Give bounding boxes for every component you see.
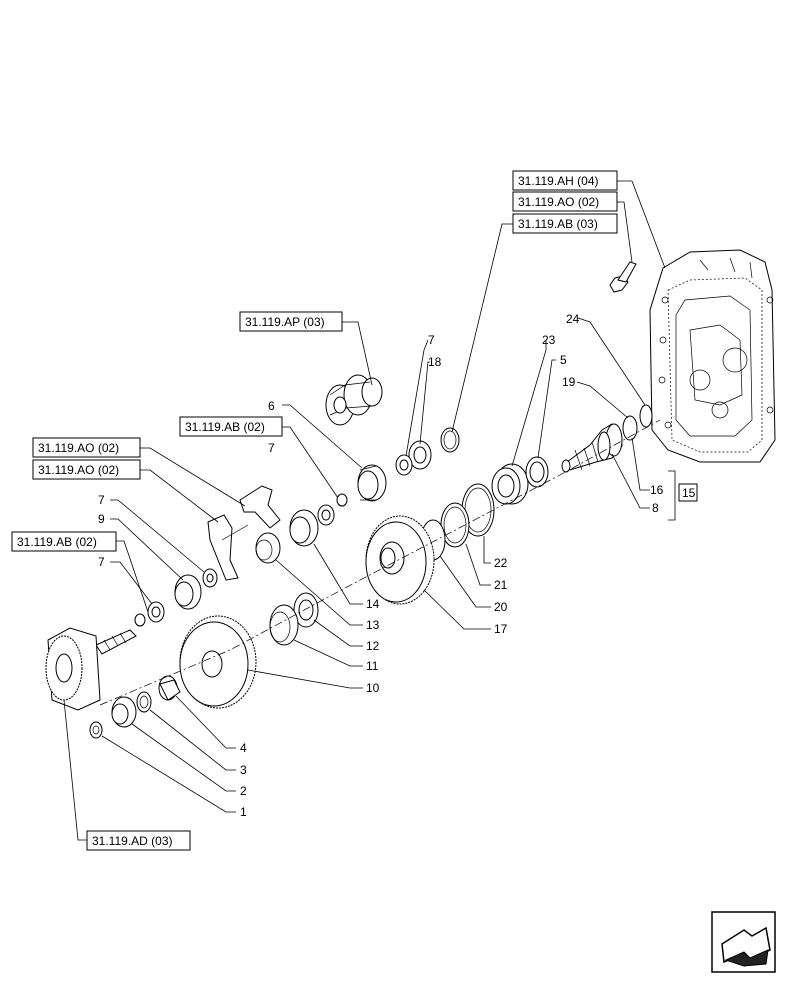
gear-10 [179, 615, 257, 709]
part-number-14: 14 [366, 597, 380, 611]
svg-text:31.119.AO (02): 31.119.AO (02) [38, 441, 119, 455]
gear-17 [365, 515, 435, 605]
washer-3 [136, 691, 152, 713]
gear-6 [357, 464, 387, 502]
part-number-17: 17 [494, 622, 508, 636]
next-page-arrow-icon[interactable] [711, 911, 776, 973]
part-number-7: 7 [98, 493, 105, 507]
part-number-23: 23 [542, 333, 556, 347]
svg-text:31.119.AP (03): 31.119.AP (03) [245, 315, 325, 329]
part-number-20: 20 [494, 600, 508, 614]
ref-ab02-mid[interactable]: 31.119.AB (02) [179, 416, 283, 437]
drum-housing [45, 627, 101, 711]
sleeve-14 [289, 509, 319, 547]
oring-19 [622, 415, 638, 441]
part-number-13: 13 [366, 618, 380, 632]
ref-ah04[interactable]: 31.119.AH (04) [512, 170, 618, 191]
bushing-4 [158, 675, 181, 701]
transmission-housing [649, 249, 776, 463]
part-number-21: 21 [494, 578, 508, 592]
part-number-22: 22 [494, 556, 508, 570]
svg-text:31.119.AO (02): 31.119.AO (02) [38, 463, 119, 477]
ref-ab03[interactable]: 31.119.AB (03) [512, 213, 618, 234]
part-number-18: 18 [428, 355, 442, 369]
part-number-7: 7 [268, 441, 275, 455]
ref-ao02-top[interactable]: 31.119.AO (02) [512, 191, 618, 212]
bearing-2 [111, 696, 137, 728]
part-number-12: 12 [366, 639, 380, 653]
ring-5 [525, 456, 549, 488]
part-number-6: 6 [268, 399, 275, 413]
shift-fork-lower [207, 514, 249, 581]
input-shaft [95, 629, 137, 655]
bearing-23 [491, 463, 529, 505]
sleeve-13 [255, 532, 281, 564]
part-number-5: 5 [560, 353, 567, 367]
ref-ao02-left-b[interactable]: 31.119.AO (02) [32, 459, 141, 480]
bearing-18 [408, 440, 432, 470]
shaft-8 [561, 423, 623, 473]
svg-text:31.119.AB (02): 31.119.AB (02) [185, 420, 265, 434]
bearing-7-lower-a [202, 568, 218, 588]
ring-12 [293, 592, 319, 628]
part-number-19: 19 [562, 375, 576, 389]
part-number-10: 10 [366, 681, 380, 695]
oring-24 [639, 404, 653, 428]
bearing-9 [174, 574, 202, 610]
bearing-7-top [395, 454, 413, 476]
part-number-7: 7 [98, 555, 105, 569]
ring-11 [269, 604, 299, 646]
circlip-ab03 [440, 427, 460, 453]
part-number-11: 11 [366, 659, 379, 673]
part-number-1: 1 [240, 805, 247, 819]
part-number-24: 24 [566, 312, 580, 326]
part-number-15-box [678, 483, 698, 502]
part-number-8: 8 [652, 501, 659, 515]
ref-ad03[interactable]: 31.119.AD (03) [86, 830, 191, 851]
snap-ring-21 [440, 502, 470, 548]
part-number-3: 3 [240, 763, 247, 777]
ring-1 [89, 721, 103, 739]
part-number-7: 7 [428, 333, 435, 347]
ref-ab02-left[interactable]: 31.119.AB (02) [11, 531, 117, 552]
ref-ap03[interactable]: 31.119.AP (03) [239, 311, 343, 332]
leader-lines [63, 180, 676, 841]
part-number-15: 15 [682, 486, 696, 500]
svg-text:31.119.AO (02): 31.119.AO (02) [518, 195, 599, 209]
svg-text:31.119.AH (04): 31.119.AH (04) [518, 174, 599, 188]
bearing-7-mid [317, 493, 348, 526]
bearing-7-lower-b [134, 601, 165, 627]
svg-text:31.119.AD (03): 31.119.AD (03) [92, 834, 173, 848]
gear-cluster [325, 374, 383, 426]
part-number-4: 4 [240, 741, 247, 755]
part-number-16: 16 [650, 483, 664, 497]
svg-text:31.119.AB (03): 31.119.AB (03) [518, 217, 598, 231]
part-numbers: 24 23 5 19 7 18 6 7 7 9 7 16 15 8 22 21 … [98, 312, 698, 819]
part-number-2: 2 [240, 784, 247, 798]
bolt-part [609, 261, 637, 293]
svg-text:31.119.AB (02): 31.119.AB (02) [17, 535, 97, 549]
ref-ao02-left-a[interactable]: 31.119.AO (02) [32, 437, 141, 458]
shift-fork-upper [239, 485, 281, 529]
part-number-9: 9 [98, 512, 105, 526]
